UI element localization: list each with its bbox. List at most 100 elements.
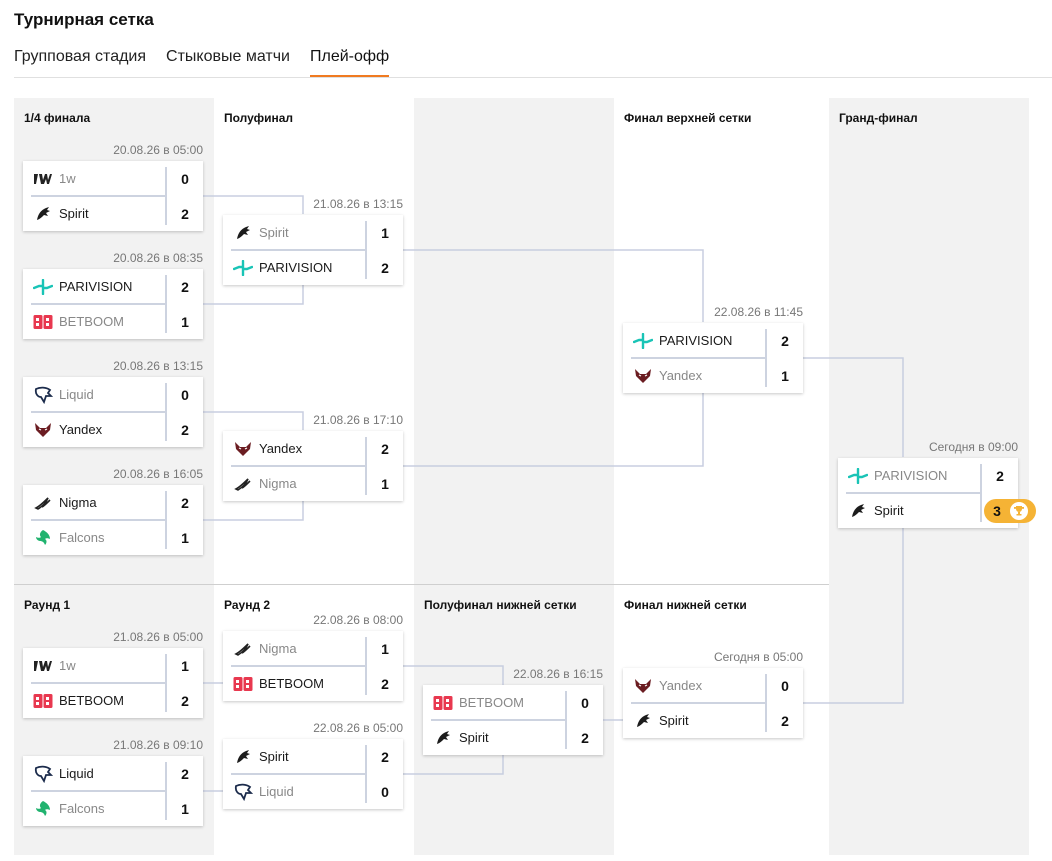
connector-line (403, 665, 504, 685)
row-divider (231, 773, 365, 775)
team-score: 1 (381, 640, 389, 657)
team-score: 2 (181, 692, 189, 709)
row-divider (231, 249, 365, 251)
score-divider (980, 464, 982, 522)
yandex-wolf-logo (633, 676, 653, 696)
parivision-logo (33, 277, 53, 297)
1w-logo (33, 656, 53, 676)
team-score: 2 (581, 729, 589, 746)
winner-badge: 3 (984, 499, 1036, 523)
team-score: 2 (781, 332, 789, 349)
team-name: Yandex (659, 368, 703, 383)
score-divider (165, 383, 167, 441)
tab-playoffs[interactable]: Плей-офф (309, 48, 390, 78)
score-divider (765, 674, 767, 732)
team-row[interactable]: 1w 1 (23, 648, 203, 683)
team-name: 1w (59, 658, 76, 673)
team-name: Liquid (59, 766, 94, 781)
column-title-quarterfinals: 1/4 финала (24, 111, 91, 125)
team-name: BETBOOM (59, 314, 125, 329)
tab-playoff-qualifiers[interactable]: Стыковые матчи (166, 48, 290, 65)
yandex-wolf-logo (33, 420, 53, 440)
score-divider (365, 437, 367, 495)
match-date: Сегодня в 09:00 (928, 440, 1018, 454)
liquid-horse-logo (33, 764, 53, 784)
parivision-logo (633, 331, 653, 351)
spirit-dragon-logo (848, 501, 868, 521)
team-score: 1 (181, 657, 189, 674)
team-name: Yandex (659, 678, 703, 693)
team-row[interactable]: Spirit 2 (423, 720, 603, 755)
1w-logo (33, 169, 53, 189)
tab-group-stage[interactable]: Групповая стадия (14, 48, 147, 65)
row-divider (231, 665, 365, 667)
match-date: 20.08.26 в 13:15 (113, 359, 203, 373)
row-divider (31, 790, 165, 792)
team-score: 0 (581, 694, 589, 711)
falcons-logo (33, 528, 53, 548)
team-score: 2 (781, 712, 789, 729)
team-row[interactable]: Spirit (838, 493, 1018, 528)
team-score: 2 (381, 259, 389, 276)
spirit-dragon-logo (233, 223, 253, 243)
team-name: Spirit (259, 749, 289, 764)
column-title-lower-semifinal: Полуфинал нижней сетки (424, 598, 577, 612)
row-divider (31, 195, 165, 197)
score-divider (565, 691, 567, 749)
liquid-horse-logo (233, 782, 253, 802)
team-score: 1 (381, 475, 389, 492)
connector-line (203, 500, 304, 521)
match-date: 21.08.26 в 09:10 (113, 738, 203, 752)
score-divider (365, 221, 367, 279)
score-divider (165, 654, 167, 712)
row-divider (631, 702, 765, 704)
team-name: Spirit (459, 730, 489, 745)
column-title-grand-final: Гранд-финал (839, 111, 918, 125)
team-row[interactable]: Spirit 2 (623, 703, 803, 738)
team-name: Spirit (659, 713, 689, 728)
team-score: 2 (181, 421, 189, 438)
